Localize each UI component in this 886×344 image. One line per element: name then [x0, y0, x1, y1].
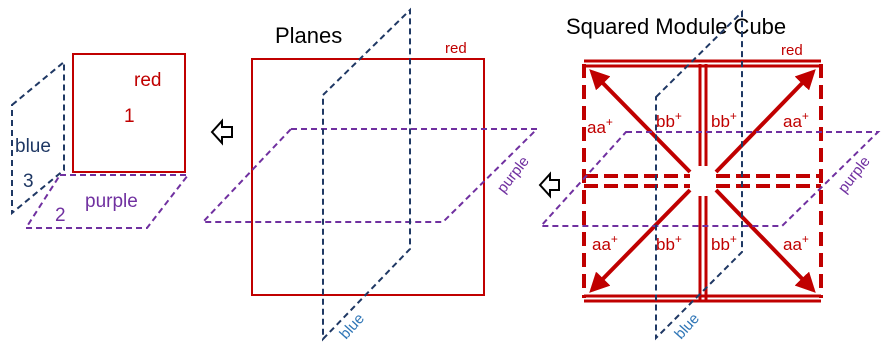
middle-blue-plane — [322, 7, 411, 342]
hollow-left-arrow-icon — [210, 118, 233, 146]
hollow-left-arrow-icon — [538, 171, 560, 199]
middle-red-label: red — [445, 40, 467, 57]
left-blue-label: blue — [15, 136, 51, 157]
right-blue-plane — [655, 9, 743, 341]
left-blue-plane — [11, 59, 65, 216]
left-red-label: red — [134, 70, 161, 91]
middle-blue-label: blue — [336, 310, 368, 342]
right-diagonal-arrow-top-left — [589, 69, 692, 174]
right-label-bottom-center-right: bb+ — [711, 232, 737, 254]
right-label-top-left: aa+ — [587, 115, 613, 137]
middle-red-plane — [251, 58, 485, 296]
middle-purple-plane — [200, 128, 540, 223]
left-red-number: 1 — [124, 106, 135, 127]
middle-panel: Planes red purple blue — [200, 7, 540, 343]
right-label-top-center-right: bb+ — [711, 109, 737, 131]
middle-purple-label: purple — [494, 153, 533, 196]
right-red-label: red — [781, 42, 803, 59]
right-blue-label: blue — [671, 310, 703, 342]
left-panel: red 1 blue 3 purple 2 — [11, 53, 191, 229]
right-diagonal-arrow-bottom-right — [714, 188, 816, 293]
right-purple-label: purple — [835, 153, 874, 196]
right-center-node — [694, 172, 712, 190]
left-red-plane — [72, 53, 186, 173]
left-blue-number: 3 — [23, 171, 34, 192]
right-label-bottom-center-left: bb+ — [656, 232, 682, 254]
right-diagonal-arrow-top-right — [714, 69, 816, 174]
right-label-bottom-left: aa+ — [592, 232, 618, 254]
right-diagonal-arrow-bottom-left — [589, 188, 692, 293]
left-purple-number: 2 — [55, 205, 66, 226]
right-panel: Squared Module Cube red purple — [538, 9, 881, 343]
right-label-top-right: aa+ — [783, 109, 809, 131]
left-purple-label: purple — [85, 191, 138, 212]
right-label-bottom-right: aa+ — [783, 232, 809, 254]
right-title: Squared Module Cube — [566, 14, 786, 39]
left-purple-plane — [24, 174, 191, 229]
middle-title: Planes — [275, 23, 342, 48]
right-label-top-center-left: bb+ — [656, 109, 682, 131]
